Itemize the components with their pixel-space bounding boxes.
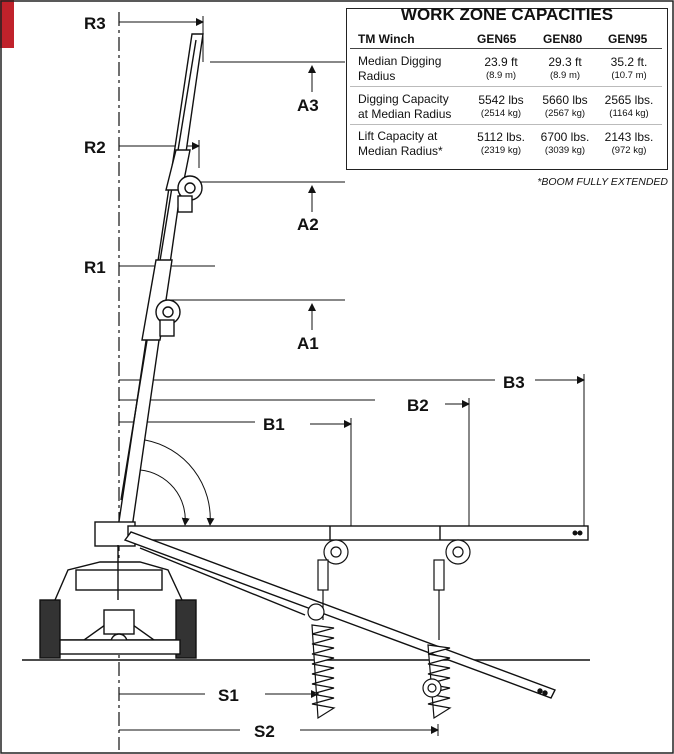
auger-2: [422, 539, 471, 720]
label-b2: B2: [407, 396, 429, 415]
cell-gen80-radius: 29.3 ft(8.9 m): [548, 55, 582, 81]
cell-gen80-lift: 6700 lbs.(3039 kg): [540, 130, 590, 156]
label-r2: R2: [84, 138, 106, 157]
table-header-gen95: GEN95: [608, 32, 648, 46]
label-a3: A3: [297, 96, 319, 115]
table-header-gen65: GEN65: [477, 32, 517, 46]
s-dimensions: [119, 688, 439, 736]
label-s1: S1: [218, 686, 239, 705]
table-footnote: *BOOM FULLY EXTENDED: [537, 176, 668, 188]
vertical-boom: [117, 33, 204, 529]
cell-gen95-radius: 35.2 ft.(10.7 m): [610, 55, 648, 81]
horizontal-boom: [94, 521, 589, 547]
label-a2: A2: [297, 215, 319, 234]
a-dimensions: [170, 61, 345, 330]
table-header-label: TM Winch: [358, 32, 415, 46]
brand-accent-bar: [0, 0, 14, 48]
cell-gen65-lift: 5112 lbs.(2319 kg): [477, 130, 525, 156]
diagonal-boom: [123, 531, 556, 699]
label-r1: R1: [84, 258, 106, 277]
table-row-divider: [350, 124, 662, 125]
cell-gen65-digging: 5542 lbs(2514 kg): [478, 93, 524, 119]
table-header-divider: [350, 48, 662, 49]
label-s2: S2: [254, 722, 275, 741]
label-a1: A1: [297, 334, 319, 353]
label-b1: B1: [263, 415, 285, 434]
cell-gen95-lift: 2143 lbs.(972 kg): [604, 130, 654, 156]
cell-gen65-radius: 23.9 ft(8.9 m): [484, 55, 518, 81]
b-dimensions: [119, 374, 585, 540]
table-title: WORK ZONE CAPACITIES: [400, 5, 614, 24]
label-b3: B3: [503, 373, 525, 392]
truck: [39, 545, 197, 659]
label-r3: R3: [84, 14, 106, 33]
table-row-divider: [350, 86, 662, 87]
auger-1: [307, 539, 349, 720]
cell-gen80-digging: 5660 lbs(2567 kg): [542, 93, 588, 119]
table-header-gen80: GEN80: [543, 32, 583, 46]
capacity-table: [346, 8, 668, 170]
boom-angle-arc: [144, 439, 215, 526]
cell-gen95-digging: 2565 lbs.(1164 kg): [604, 93, 654, 119]
